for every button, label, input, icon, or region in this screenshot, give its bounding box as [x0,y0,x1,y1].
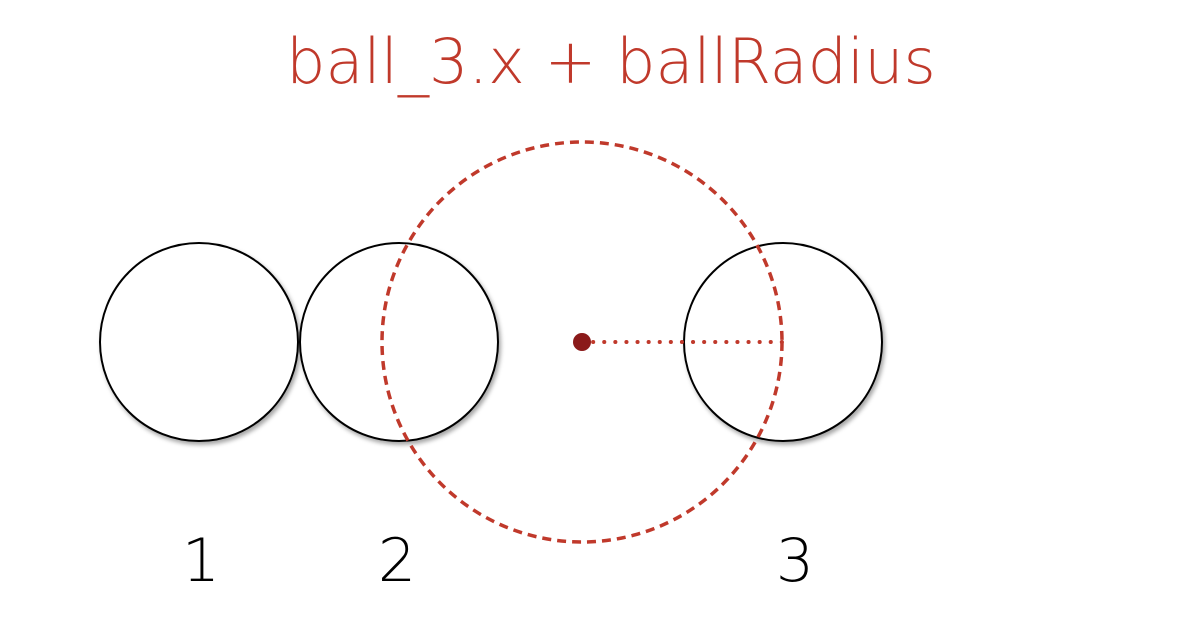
diagram-title: ball_3.x + ballRadius [286,25,936,98]
ball-2-circle [299,242,499,442]
ball-3-label: 3 [776,526,814,596]
ball-1-label: 1 [182,526,220,596]
ball-2-label: 2 [378,526,416,596]
center-dot [573,333,591,351]
ball-1-circle [99,242,299,442]
